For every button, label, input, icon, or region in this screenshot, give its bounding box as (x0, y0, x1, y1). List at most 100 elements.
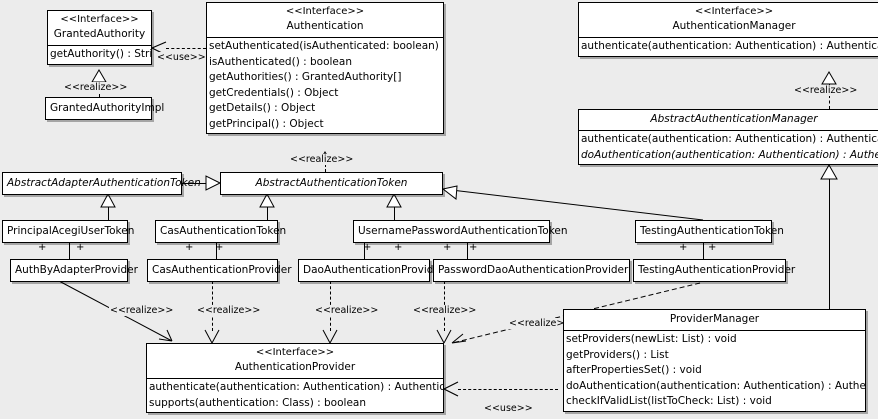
multiplicity-plus: + (215, 242, 224, 253)
class-granted-authority-impl[interactable]: GrantedAuthorityImpl (45, 97, 164, 120)
class-abstract-adapter-authentication-token[interactable]: AbstractAdapterAuthenticationToken (2, 172, 201, 195)
class-name: ProviderManager (669, 313, 760, 325)
multiplicity-plus: + (708, 242, 717, 253)
class-header: PasswordDaoAuthenticationProvider (434, 260, 629, 281)
multiplicity-plus: + (363, 242, 372, 253)
member-row: setProviders(newList: List) : void (566, 333, 737, 345)
member-row: authenticate(authentication: Authenticat… (581, 133, 878, 145)
edge-label-use-authentication: <<use>> (156, 52, 207, 63)
class-header: GrantedAuthorityImpl (46, 98, 164, 119)
member-row: authenticate(authentication: Authenticat… (581, 40, 878, 52)
association-line-testing (703, 240, 704, 259)
class-name: TestingAuthenticationToken (640, 225, 784, 237)
use-line-provider-manager (458, 389, 558, 390)
class-name: Authentication (286, 20, 364, 32)
class-auth-by-adapter-provider[interactable]: AuthByAdapterProvider (10, 259, 138, 282)
class-members: getAuthority() : String (48, 45, 151, 64)
member-row: getProviders() : List (566, 348, 669, 361)
class-header: <<Interface>> GrantedAuthority (48, 11, 151, 45)
class-name: AbstractAdapterAuthenticationToken (7, 177, 201, 189)
class-name: AbstractAuthenticationManager (650, 113, 818, 125)
class-dao-authentication-provider[interactable]: DaoAuthenticationProvider (298, 259, 445, 282)
member-row: afterPropertiesSet() : void (566, 364, 702, 376)
association-line-password-dao (467, 240, 468, 259)
class-name: UsernamePasswordAuthenticationToken (358, 225, 568, 237)
class-name: GrantedAuthority (53, 28, 146, 40)
generalization-line-provider-manager (829, 179, 830, 309)
class-testing-authentication-provider[interactable]: TestingAuthenticationProvider (633, 259, 796, 282)
generalization-line-principal-acegi-token (108, 207, 109, 220)
class-abstract-authentication-token[interactable]: AbstractAuthenticationToken (220, 172, 443, 195)
class-header: AbstractAuthenticationManager (579, 110, 878, 130)
class-header: TestingAuthenticationProvider (634, 260, 796, 281)
class-name: AuthenticationProvider (234, 361, 356, 373)
multiplicity-plus: + (185, 242, 194, 253)
member-row: isAuthenticated() : boolean (209, 55, 352, 68)
class-name: DaoAuthenticationProvider (303, 264, 445, 276)
class-authentication-manager[interactable]: <<Interface>> AuthenticationManager auth… (578, 2, 878, 57)
class-name: TestingAuthenticationProvider (638, 264, 796, 276)
multiplicity-plus: + (76, 242, 85, 253)
realize-line-abstract-authentication-token (325, 164, 326, 172)
member-row: getAuthority() : String (50, 48, 151, 60)
class-header: <<Interface>> AuthenticationProvider (147, 344, 443, 378)
member-row: setAuthenticated(isAuthenticated: boolea… (209, 40, 443, 52)
class-granted-authority[interactable]: <<Interface>> GrantedAuthority getAuthor… (47, 10, 152, 65)
member-row: doAuthentication(authentication: Authent… (581, 148, 878, 161)
class-username-password-authentication-token[interactable]: UsernamePasswordAuthenticationToken (353, 220, 568, 243)
class-members: authenticate(authentication: Authenticat… (147, 378, 443, 412)
realize-line-abstract-authentication-manager (829, 84, 830, 109)
class-header: <<Interface>> AuthenticationManager (579, 3, 878, 37)
stereotype-label: <<Interface>> (60, 14, 139, 25)
class-name: CasAuthenticationToken (160, 225, 287, 237)
class-cas-authentication-provider[interactable]: CasAuthenticationProvider (147, 259, 292, 282)
edge-label-realize-abstract-authentication-manager: <<realize>> (793, 85, 859, 96)
stereotype-label: <<Interface>> (694, 6, 774, 17)
multiplicity-plus: + (443, 242, 452, 253)
class-authentication[interactable]: <<Interface>> Authentication setAuthenti… (206, 2, 444, 134)
edge-label-realize-granted-authority-impl: <<realize>> (63, 82, 129, 93)
member-row: getDetails() : Object (209, 102, 316, 114)
edge-label-realize-dao-provider: <<realize>> (314, 305, 380, 316)
edge-label-realize-password-dao-provider: <<realize>> (412, 305, 478, 316)
association-line-principal-acegi (69, 240, 70, 259)
member-row: getAuthorities() : GrantedAuthority[] (209, 71, 402, 83)
class-header: CasAuthenticationToken (156, 221, 287, 242)
member-row: checkIfValidList(listToCheck: List) : vo… (566, 395, 772, 407)
class-members: setAuthenticated(isAuthenticated: boolea… (207, 37, 443, 133)
class-name: AuthByAdapterProvider (15, 264, 138, 276)
stereotype-label: <<Interface>> (285, 6, 365, 17)
multiplicity-plus: + (38, 242, 47, 253)
edge-label-use-provider-manager: <<use>> (483, 403, 534, 414)
multiplicity-plus: + (679, 242, 688, 253)
class-header: PrincipalAcegiUserToken (3, 221, 134, 242)
class-header: <<Interface>> Authentication (207, 3, 443, 37)
generalization-line-adapter-token (182, 183, 206, 184)
class-header: TestingAuthenticationToken (636, 221, 784, 242)
class-provider-manager[interactable]: ProviderManager setProviders(newList: Li… (563, 309, 866, 412)
edge-label-realize-cas-provider: <<realize>> (196, 305, 262, 316)
member-row: doAuthentication(authentication: Authent… (566, 379, 865, 392)
edge-label-realize-auth-by-adapter: <<realize>> (109, 305, 175, 316)
class-testing-authentication-token[interactable]: TestingAuthenticationToken (635, 220, 784, 243)
class-header: ProviderManager (564, 310, 865, 330)
class-header: DaoAuthenticationProvider (299, 260, 445, 281)
class-name: AbstractAuthenticationToken (255, 177, 408, 189)
member-row: supports(authentication: Class) : boolea… (149, 396, 366, 409)
class-cas-authentication-token[interactable]: CasAuthenticationToken (155, 220, 287, 243)
class-password-dao-authentication-provider[interactable]: PasswordDaoAuthenticationProvider (433, 259, 630, 282)
class-abstract-authentication-manager[interactable]: AbstractAuthenticationManager authentica… (578, 109, 878, 165)
member-row: getCredentials() : Object (209, 86, 339, 99)
multiplicity-plus: + (469, 242, 478, 253)
class-header: UsernamePasswordAuthenticationToken (354, 221, 568, 242)
edge-label-realize-abstract-authentication-token: <<realize>> (289, 154, 355, 165)
association-line-dao (364, 240, 365, 259)
class-header: AbstractAuthenticationToken (221, 173, 442, 194)
class-authentication-provider[interactable]: <<Interface>> AuthenticationProvider aut… (146, 343, 444, 413)
class-members: authenticate(authentication: Authenticat… (579, 37, 878, 56)
class-principal-acegi-user-token[interactable]: PrincipalAcegiUserToken (2, 220, 134, 243)
class-header: CasAuthenticationProvider (148, 260, 292, 281)
multiplicity-plus: + (394, 242, 403, 253)
generalization-line-username-password-token (394, 207, 395, 220)
